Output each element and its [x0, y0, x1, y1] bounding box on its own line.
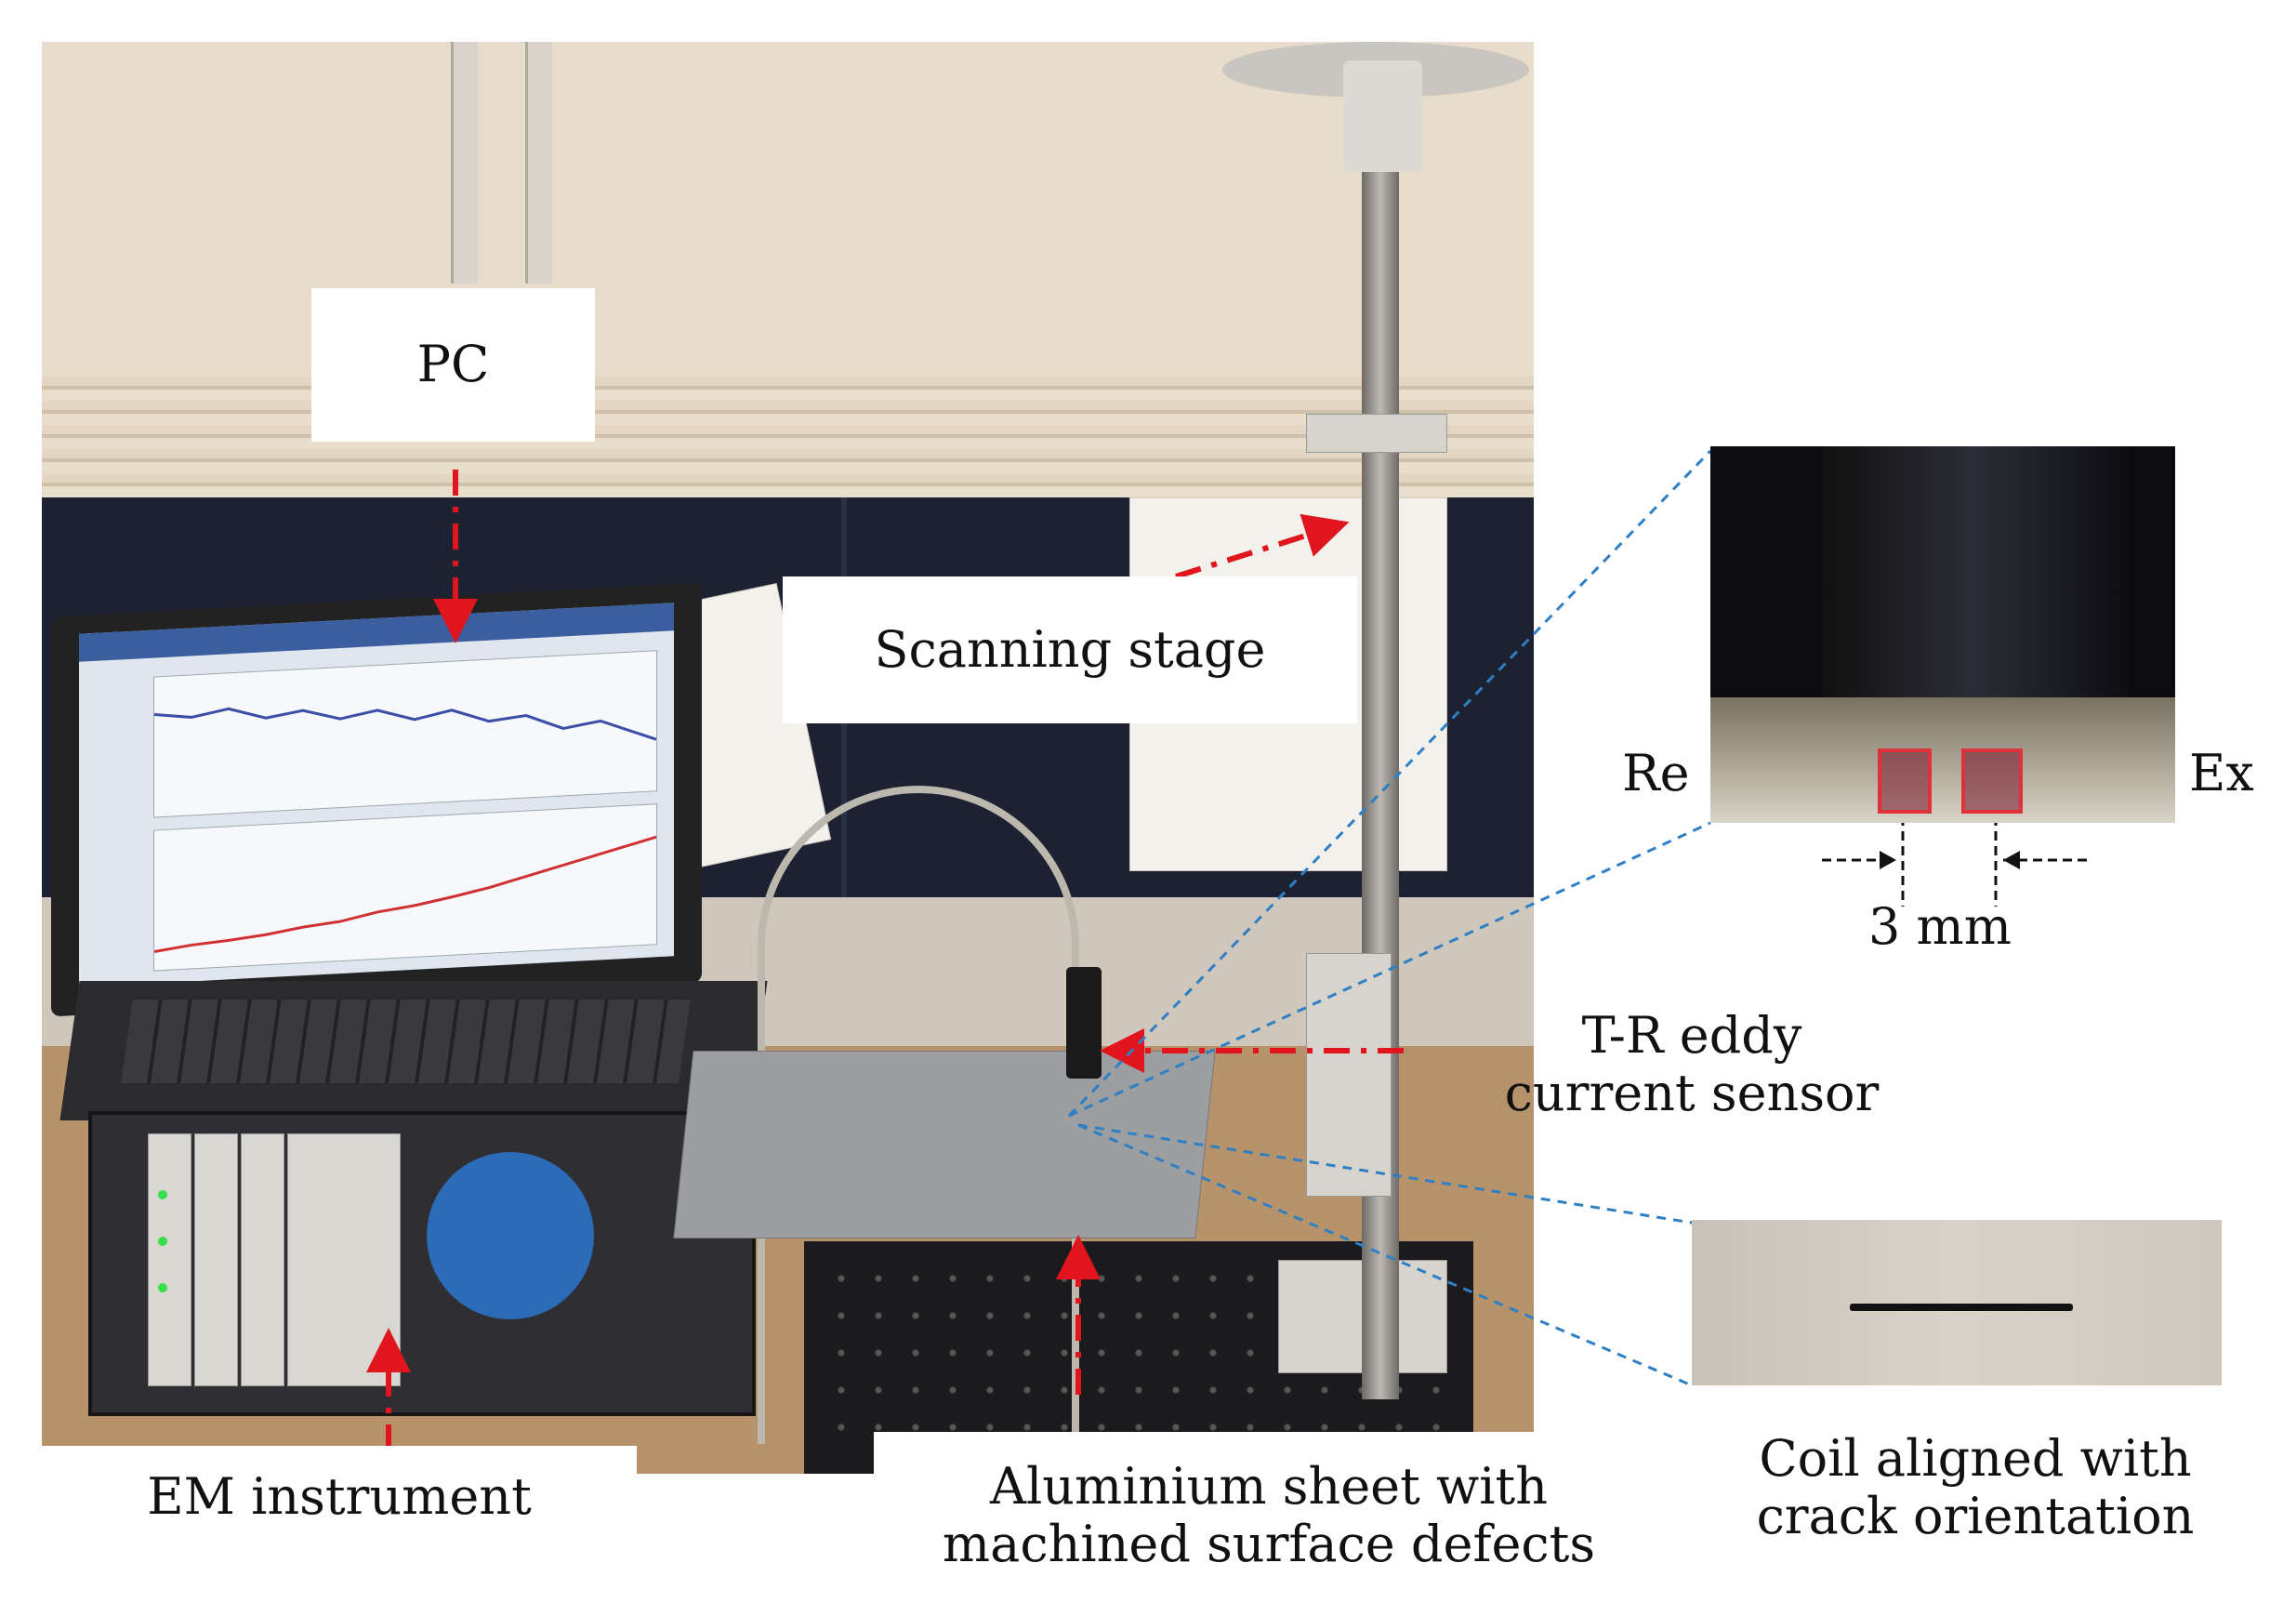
- carriage-bracket: [1306, 953, 1392, 1197]
- spacing-label: 3 mm: [1868, 897, 2012, 956]
- laptop-screen: [51, 582, 702, 1017]
- signal-plot: [153, 650, 657, 818]
- pc-label: PC: [311, 288, 595, 442]
- exciter-label: Ex: [2189, 744, 2254, 802]
- sensor-housing: [1822, 446, 2129, 716]
- laptop-display: [79, 603, 674, 987]
- sensor-tip: [1710, 697, 2175, 823]
- scanning-stage-arrow: [1175, 513, 1350, 579]
- wall: [42, 42, 1534, 432]
- scanning-stage-label: Scanning stage: [783, 576, 1357, 723]
- inset-leader-line: [1077, 1123, 1693, 1225]
- crack-closeup-inset: [1692, 1220, 2222, 1385]
- rack-module: [148, 1133, 191, 1386]
- inset-leader-line: [1068, 821, 1711, 1118]
- wall-pipe: [525, 42, 552, 284]
- exciter-coil: [1961, 748, 2023, 814]
- inset-leader-line: [1067, 449, 1712, 1118]
- sensor-closeup-inset: [1710, 446, 2175, 823]
- inset-leader-line: [1077, 1123, 1693, 1387]
- wall-molding: [42, 377, 1534, 497]
- lab-setup-photo: [42, 42, 1534, 1474]
- column-clamp: [1306, 414, 1447, 453]
- coil-orientation-label: Coil aligned with crack orientation: [1756, 1428, 2195, 1545]
- wall-pipe: [451, 42, 478, 284]
- column-top-clamp: [1343, 60, 1422, 172]
- signal-plot: [153, 803, 657, 972]
- sensor-label: T-R eddy current sensor: [1504, 1005, 1880, 1122]
- status-led: [158, 1237, 167, 1246]
- eddy-current-probe: [1066, 967, 1102, 1079]
- rack-module: [241, 1133, 284, 1386]
- blue-signal-trace: [153, 707, 657, 741]
- em-instrument-rack: [88, 1111, 756, 1416]
- cooling-fan: [427, 1152, 594, 1319]
- status-led: [158, 1283, 167, 1292]
- status-led: [158, 1190, 167, 1199]
- red-signal-trace: [153, 835, 657, 954]
- rack-module: [194, 1133, 238, 1386]
- receiver-coil: [1878, 748, 1932, 814]
- dimension-arrowheads: [1880, 851, 2020, 869]
- aluminium-sheet-label: Aluminium sheet with machined surface de…: [874, 1432, 1664, 1599]
- surface-crack: [1850, 1304, 2073, 1311]
- em-instrument-label: EM instrument: [42, 1446, 637, 1548]
- receiver-label: Re: [1622, 744, 1690, 802]
